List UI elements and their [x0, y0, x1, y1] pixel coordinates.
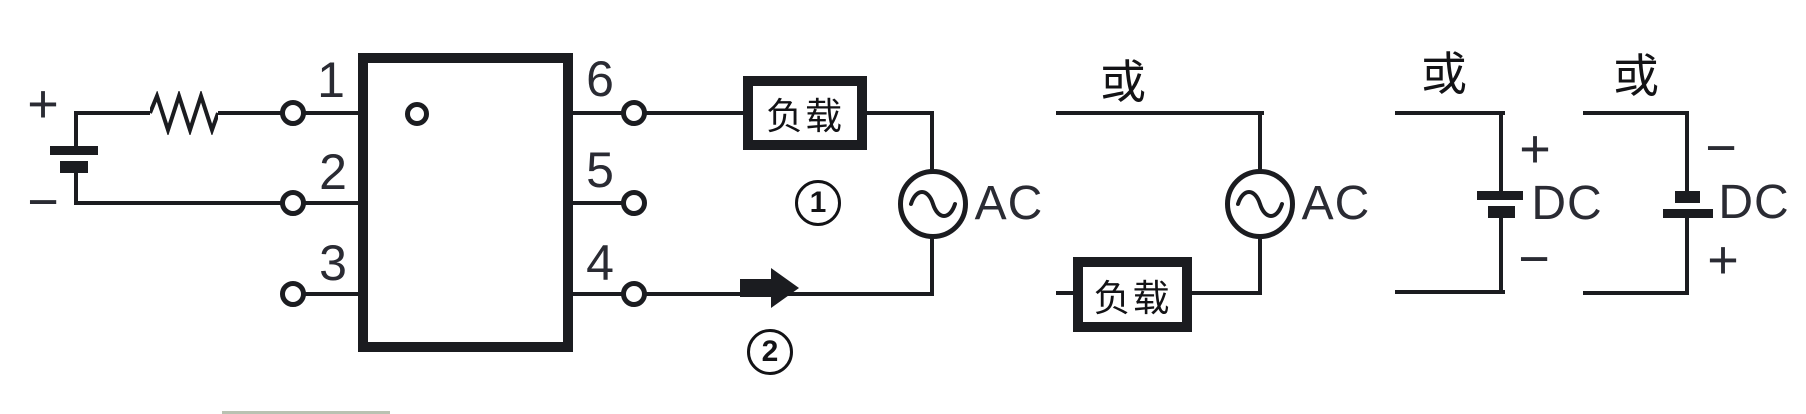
- battery-plate-long: [1663, 209, 1713, 218]
- wire-segment: [645, 111, 745, 115]
- wire-segment: [1395, 290, 1505, 294]
- wire-segment: [865, 111, 934, 115]
- wire-segment: [1056, 291, 1075, 295]
- wire-segment: [74, 111, 150, 115]
- battery-plate-long: [1477, 191, 1523, 200]
- battery-plate-long: [50, 146, 98, 155]
- wire-segment: [304, 111, 360, 115]
- battery-plate-short: [1488, 206, 1515, 218]
- wire-segment: [74, 201, 281, 205]
- terminal-pin1: [280, 100, 306, 126]
- cropped-edge-fragment: [222, 411, 390, 414]
- wire-segment: [1395, 111, 1505, 115]
- current-direction-arrow: [740, 279, 772, 297]
- plus-label: +: [1519, 119, 1551, 179]
- terminal-pin5: [621, 190, 647, 216]
- wire-segment: [1258, 237, 1262, 295]
- plus-label: +: [1707, 230, 1739, 290]
- wire-segment: [1056, 111, 1264, 115]
- pin-label-3: 3: [319, 235, 347, 291]
- or-label: 或: [1613, 50, 1659, 102]
- pin-label-4: 4: [586, 235, 614, 291]
- dc-label: DC: [1718, 176, 1790, 229]
- wire-segment: [571, 111, 623, 115]
- wire-segment: [218, 111, 281, 115]
- battery-plate-short: [60, 161, 88, 173]
- pin-label-2: 2: [319, 144, 347, 200]
- dc-label: DC: [1531, 177, 1603, 230]
- minus-label: −: [1705, 118, 1737, 178]
- ac-source-symbol: [1225, 169, 1295, 239]
- terminal-pin4: [621, 281, 647, 307]
- wire-segment: [74, 173, 78, 205]
- load-label: 负载: [766, 96, 844, 137]
- wire-segment: [1685, 218, 1689, 295]
- terminal-pin3: [280, 281, 306, 307]
- callout-2: 2: [747, 329, 793, 375]
- or-label: 或: [1100, 56, 1146, 108]
- wire-segment: [1499, 218, 1503, 294]
- plus-label: +: [27, 74, 59, 134]
- load-box: 负载: [1073, 257, 1192, 332]
- wire-segment: [930, 237, 934, 296]
- minus-label: −: [27, 172, 59, 232]
- wire-segment: [74, 111, 78, 146]
- ac-source-symbol: [898, 169, 968, 239]
- wire-segment: [1583, 111, 1689, 115]
- pin-label-6: 6: [586, 51, 614, 107]
- pin1-indicator-dot: [405, 102, 429, 126]
- wire-segment: [1583, 291, 1689, 295]
- wire-segment: [1190, 291, 1262, 295]
- terminal-pin6: [621, 100, 647, 126]
- ac-label: AC: [1301, 177, 1371, 230]
- battery-plate-short: [1675, 191, 1700, 203]
- load-label: 负载: [1093, 277, 1172, 319]
- load-box: 负载: [743, 76, 867, 150]
- current-direction-arrow-head: [771, 268, 799, 308]
- minus-label: −: [1518, 229, 1550, 289]
- wire-segment: [571, 292, 623, 296]
- wire-segment: [930, 111, 934, 171]
- wire-segment: [304, 292, 360, 296]
- sine-wave-icon: [909, 190, 957, 218]
- wire-segment: [304, 201, 360, 205]
- callout-1: 1: [795, 180, 841, 226]
- wire-segment: [1499, 111, 1503, 191]
- resistor-symbol: [150, 91, 218, 135]
- pin-label-1: 1: [317, 52, 345, 108]
- sine-wave-icon: [1236, 190, 1284, 218]
- wire-segment: [1258, 111, 1262, 171]
- or-label: 或: [1421, 48, 1467, 100]
- ac-label: AC: [974, 177, 1044, 230]
- terminal-pin2: [280, 190, 306, 216]
- wire-segment: [1685, 111, 1689, 191]
- wire-segment: [571, 201, 623, 205]
- relay-body: [358, 53, 573, 352]
- pin-label-5: 5: [586, 142, 614, 198]
